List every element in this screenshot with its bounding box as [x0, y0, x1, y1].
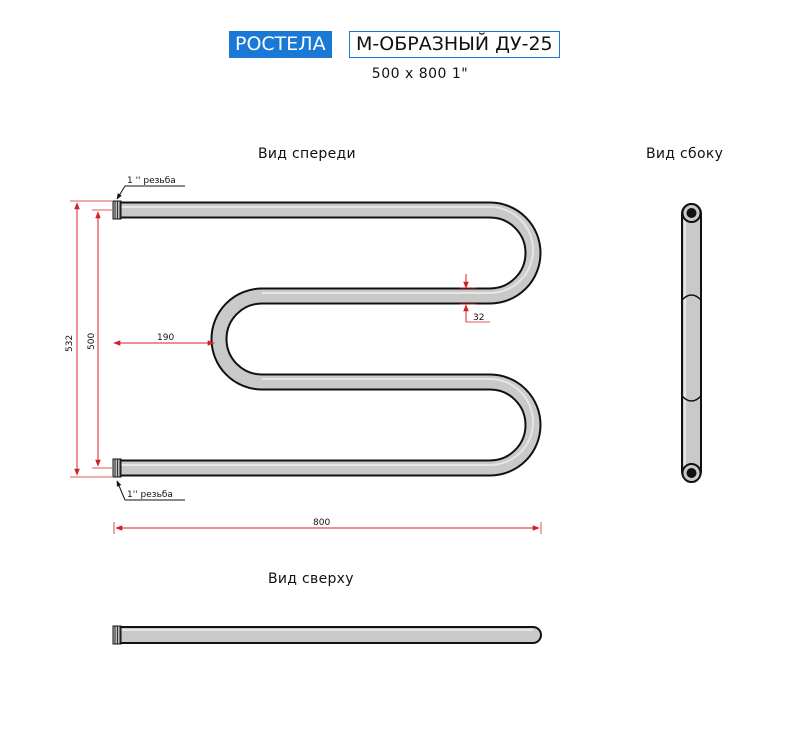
side-view-title: Вид сбоку — [646, 146, 724, 162]
dim-bend-label: 32 — [473, 313, 484, 323]
thread-bottom-icon — [112, 458, 122, 478]
thread-top-view-icon — [112, 625, 122, 645]
thread-top-icon — [112, 200, 122, 220]
top-pipe — [112, 625, 542, 645]
thread-bottom-label: 1'' резьба — [127, 490, 173, 500]
dim-width: 800 — [113, 518, 542, 534]
thread-bottom-callout: 1'' резьба — [116, 480, 185, 501]
model-title: М-ОБРАЗНЫЙ ДУ-25 — [349, 31, 560, 58]
thread-top-label: 1 '' резьба — [127, 176, 176, 186]
dim-total-height: 532 — [65, 200, 112, 478]
dim-bend: 32 — [460, 274, 490, 323]
dim-offset-label: 190 — [157, 333, 174, 343]
dim-width-label: 800 — [313, 518, 330, 528]
dim-axis-height-label: 500 — [87, 333, 97, 350]
side-pipe — [681, 203, 702, 483]
front-pipe — [112, 200, 542, 478]
top-view-title: Вид сверху — [268, 571, 354, 587]
front-view-title: Вид спереди — [258, 146, 356, 162]
brand-label: РОСТЕЛА — [229, 31, 332, 58]
dim-offset: 190 — [113, 333, 215, 346]
size-spec: 500 x 800 1" — [371, 66, 469, 82]
dim-axis-height: 500 — [87, 209, 112, 469]
thread-top-callout: 1 '' резьба — [116, 176, 185, 200]
dim-total-height-label: 532 — [65, 335, 75, 352]
